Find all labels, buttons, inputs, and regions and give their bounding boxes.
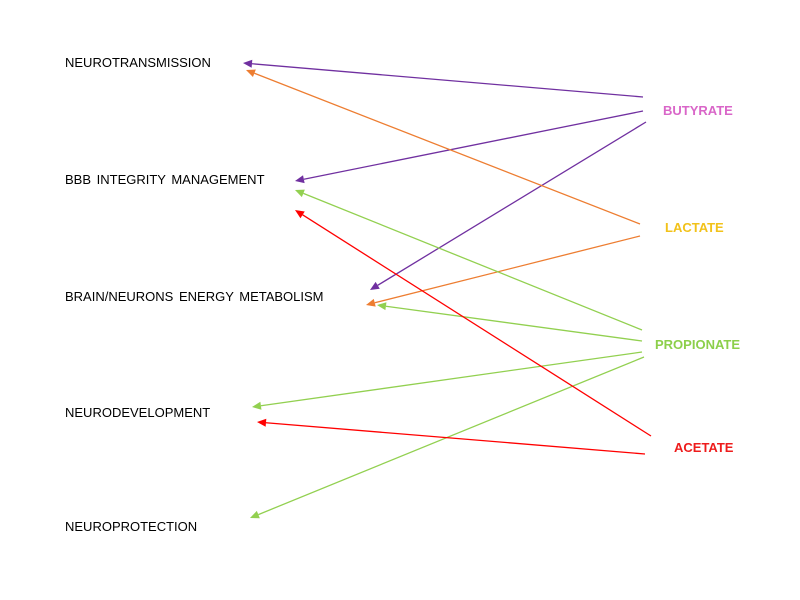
metabolite-acetate: ACETATE [674, 440, 734, 455]
outcome-neurodevelopment: NEURODEVELOPMENT [65, 405, 210, 420]
metabolite-butyrate: BUTYRATE [663, 103, 733, 118]
outcome-neuroprotection: NEUROPROTECTION [65, 519, 197, 534]
arrow-acetate-to-bbb [295, 210, 652, 437]
outcome-brain-neurons-energy-metabolism: BRAIN/NEURONS ENERGY METABOLISM [65, 289, 324, 304]
metabolite-propionate: PROPIONATE [655, 337, 740, 352]
arrow-propionate-to-bbb [295, 189, 643, 331]
arrow-propionate-to-energy [377, 302, 643, 342]
arrow-butyrate-to-bbb [295, 110, 644, 184]
arrow-lactate-to-energy [366, 235, 641, 307]
metabolite-lactate: LACTATE [665, 220, 724, 235]
outcome-labels: NEUROTRANSMISSION BBB INTEGRITY MANAGEME… [65, 55, 324, 534]
outcome-bbb-integrity-management: BBB INTEGRITY MANAGEMENT [65, 172, 265, 187]
arrow-acetate-to-neurodevelopment [257, 418, 646, 455]
arrow-butyrate-to-energy [370, 121, 647, 290]
arrow-propionate-to-neurodevelopment [252, 351, 643, 410]
arrow-butyrate-to-neurotransmission [243, 59, 644, 98]
outcome-neurotransmission: NEUROTRANSMISSION [65, 55, 211, 70]
arrow-lactate-to-neurotransmission [246, 69, 641, 225]
arrows-layer [243, 59, 652, 519]
metabolite-labels: BUTYRATE LACTATE PROPIONATE ACETATE [655, 103, 740, 455]
arrow-propionate-to-neuroprotection [250, 356, 645, 519]
